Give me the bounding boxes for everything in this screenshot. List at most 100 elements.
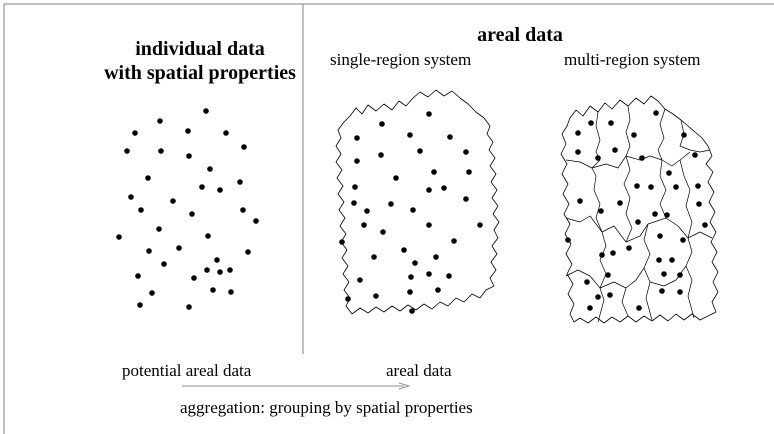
data-point xyxy=(653,110,659,116)
data-point xyxy=(352,184,358,190)
region-borders xyxy=(565,105,713,323)
region-border xyxy=(593,175,603,233)
data-point xyxy=(692,152,698,158)
data-point xyxy=(379,121,385,127)
single-region-label: single-region system xyxy=(330,50,472,69)
data-point xyxy=(664,212,670,218)
data-point xyxy=(210,287,216,293)
individual-title-line1: individual data xyxy=(135,38,265,60)
data-point xyxy=(431,169,437,175)
region-border xyxy=(643,223,653,321)
data-point xyxy=(207,166,213,172)
aggregation-arrow xyxy=(182,382,411,390)
data-point xyxy=(412,260,418,266)
potential-areal-data-label: potential areal data xyxy=(122,361,252,380)
data-point xyxy=(666,170,672,176)
data-point xyxy=(371,254,377,260)
region-border xyxy=(657,108,666,161)
areal-data-target-label: areal data xyxy=(386,361,452,380)
data-point xyxy=(595,155,601,161)
data-point xyxy=(357,277,363,283)
data-point xyxy=(426,271,432,277)
data-point xyxy=(631,132,637,138)
data-point xyxy=(401,247,407,253)
data-point xyxy=(426,222,432,228)
data-point xyxy=(135,273,141,279)
data-point xyxy=(417,148,423,154)
data-point xyxy=(217,187,223,193)
data-point xyxy=(345,296,351,302)
data-point xyxy=(407,289,413,295)
data-point xyxy=(132,130,138,136)
individual-points xyxy=(116,108,259,310)
region-border xyxy=(679,159,693,239)
data-point xyxy=(388,201,394,207)
data-point xyxy=(695,183,701,189)
data-point xyxy=(702,222,708,228)
data-point xyxy=(354,135,360,141)
region-border xyxy=(623,155,633,243)
data-point xyxy=(217,269,223,275)
data-point xyxy=(426,111,432,117)
single-region-points xyxy=(339,111,483,314)
data-point xyxy=(128,194,134,200)
arrow-head xyxy=(398,382,411,390)
data-point xyxy=(588,120,594,126)
data-point xyxy=(237,179,243,185)
data-point xyxy=(612,147,618,153)
data-point xyxy=(635,219,641,225)
data-point xyxy=(648,184,654,190)
data-point xyxy=(223,130,229,136)
data-point xyxy=(410,207,416,213)
data-point xyxy=(176,245,182,251)
data-point xyxy=(189,211,195,217)
areal-data-title: areal data xyxy=(477,24,563,46)
data-point xyxy=(227,267,233,273)
data-point xyxy=(669,257,675,263)
data-point xyxy=(441,185,447,191)
data-point xyxy=(584,279,590,285)
data-point xyxy=(203,108,209,114)
data-point xyxy=(373,293,379,299)
single-region-outline xyxy=(335,89,500,315)
data-point xyxy=(577,198,583,204)
data-point xyxy=(477,222,483,228)
data-point xyxy=(652,211,658,217)
data-point xyxy=(354,158,360,164)
data-point xyxy=(433,254,439,260)
data-point xyxy=(598,208,604,214)
data-point xyxy=(696,201,702,207)
data-point xyxy=(463,196,469,202)
data-point xyxy=(409,308,415,314)
data-point xyxy=(156,226,162,232)
data-point xyxy=(205,233,211,239)
data-point xyxy=(677,272,683,278)
data-point xyxy=(656,257,662,263)
data-point xyxy=(626,245,632,251)
region-border xyxy=(685,237,695,319)
region-border xyxy=(565,151,691,169)
data-point xyxy=(610,250,616,256)
data-point xyxy=(575,130,581,136)
data-point xyxy=(214,257,220,263)
data-point xyxy=(451,238,457,244)
data-point xyxy=(408,274,414,280)
data-point xyxy=(124,148,130,154)
data-point xyxy=(426,187,432,193)
data-point xyxy=(639,155,645,161)
data-point xyxy=(659,288,665,294)
data-point xyxy=(466,169,472,175)
data-point xyxy=(351,200,357,206)
data-point xyxy=(565,237,571,243)
data-point xyxy=(191,275,197,281)
region-border xyxy=(659,159,667,219)
data-point xyxy=(447,134,453,140)
data-point xyxy=(157,118,163,124)
data-point xyxy=(587,305,593,311)
data-point xyxy=(170,198,176,204)
data-point xyxy=(145,175,151,181)
region-border xyxy=(625,105,631,157)
data-point xyxy=(339,239,345,245)
